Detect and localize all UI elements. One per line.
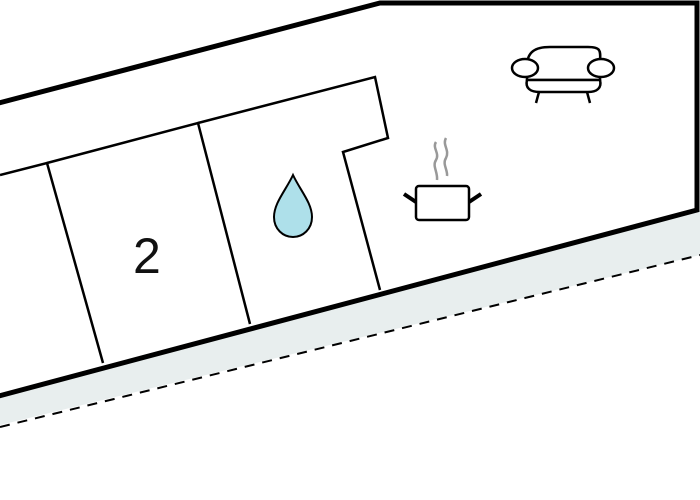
bathroom-wall bbox=[197, 75, 390, 291]
cooking-pot-icon bbox=[402, 137, 483, 222]
outside-band bbox=[0, 210, 700, 425]
room-number: 2 bbox=[133, 228, 161, 284]
room-left-wall bbox=[0, 161, 105, 364]
water-drop-icon bbox=[272, 172, 314, 239]
boundary-dashed-line bbox=[0, 254, 700, 428]
room-2-wall bbox=[46, 121, 252, 325]
exterior-wall bbox=[0, 0, 700, 399]
sofa-icon bbox=[510, 45, 616, 104]
